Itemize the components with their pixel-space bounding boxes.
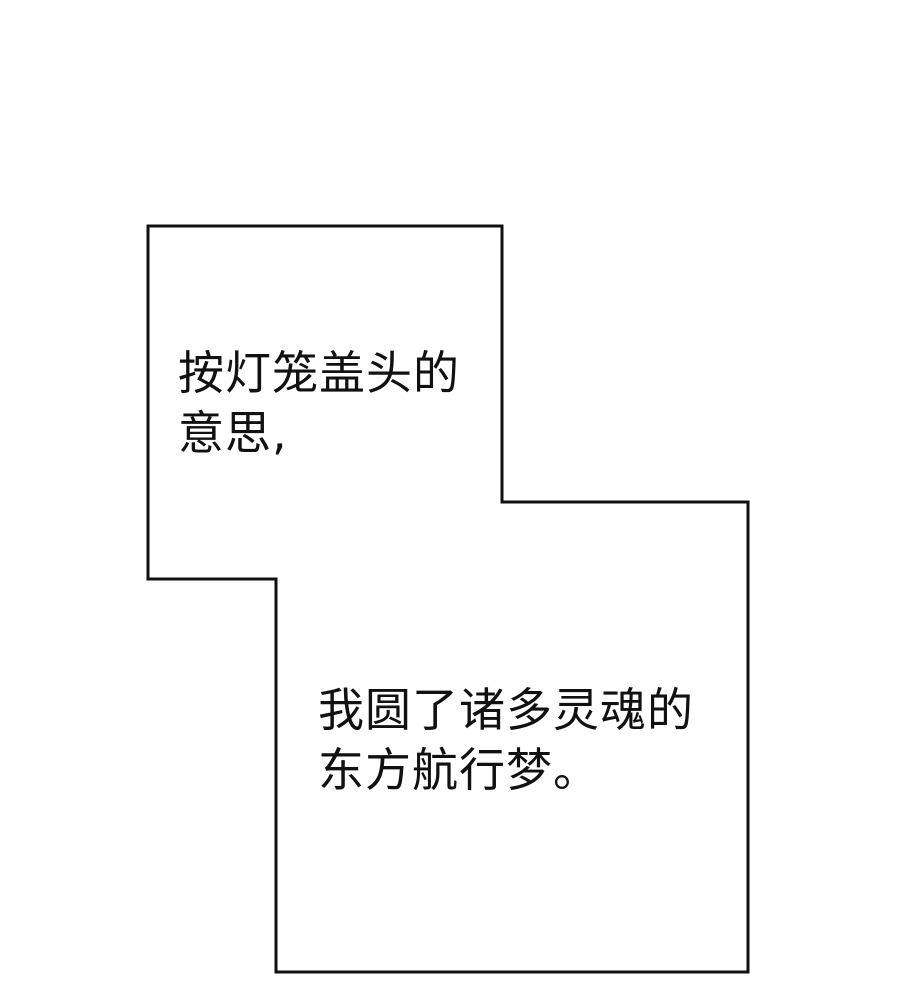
caption-upper-line-1: 按灯笼盖头的 (178, 346, 460, 400)
caption-lower-line-1: 我圆了诸多灵魂的 (318, 683, 694, 737)
caption-lower-line-2: 东方航行梦。 (318, 743, 600, 797)
speech-box-border (146, 224, 750, 974)
caption-upper-line-2: 意思, (178, 406, 288, 460)
caption-text-lower: 我圆了诸多灵魂的 东方航行梦。 (318, 680, 694, 800)
caption-text-upper: 按灯笼盖头的 意思, (178, 343, 460, 463)
